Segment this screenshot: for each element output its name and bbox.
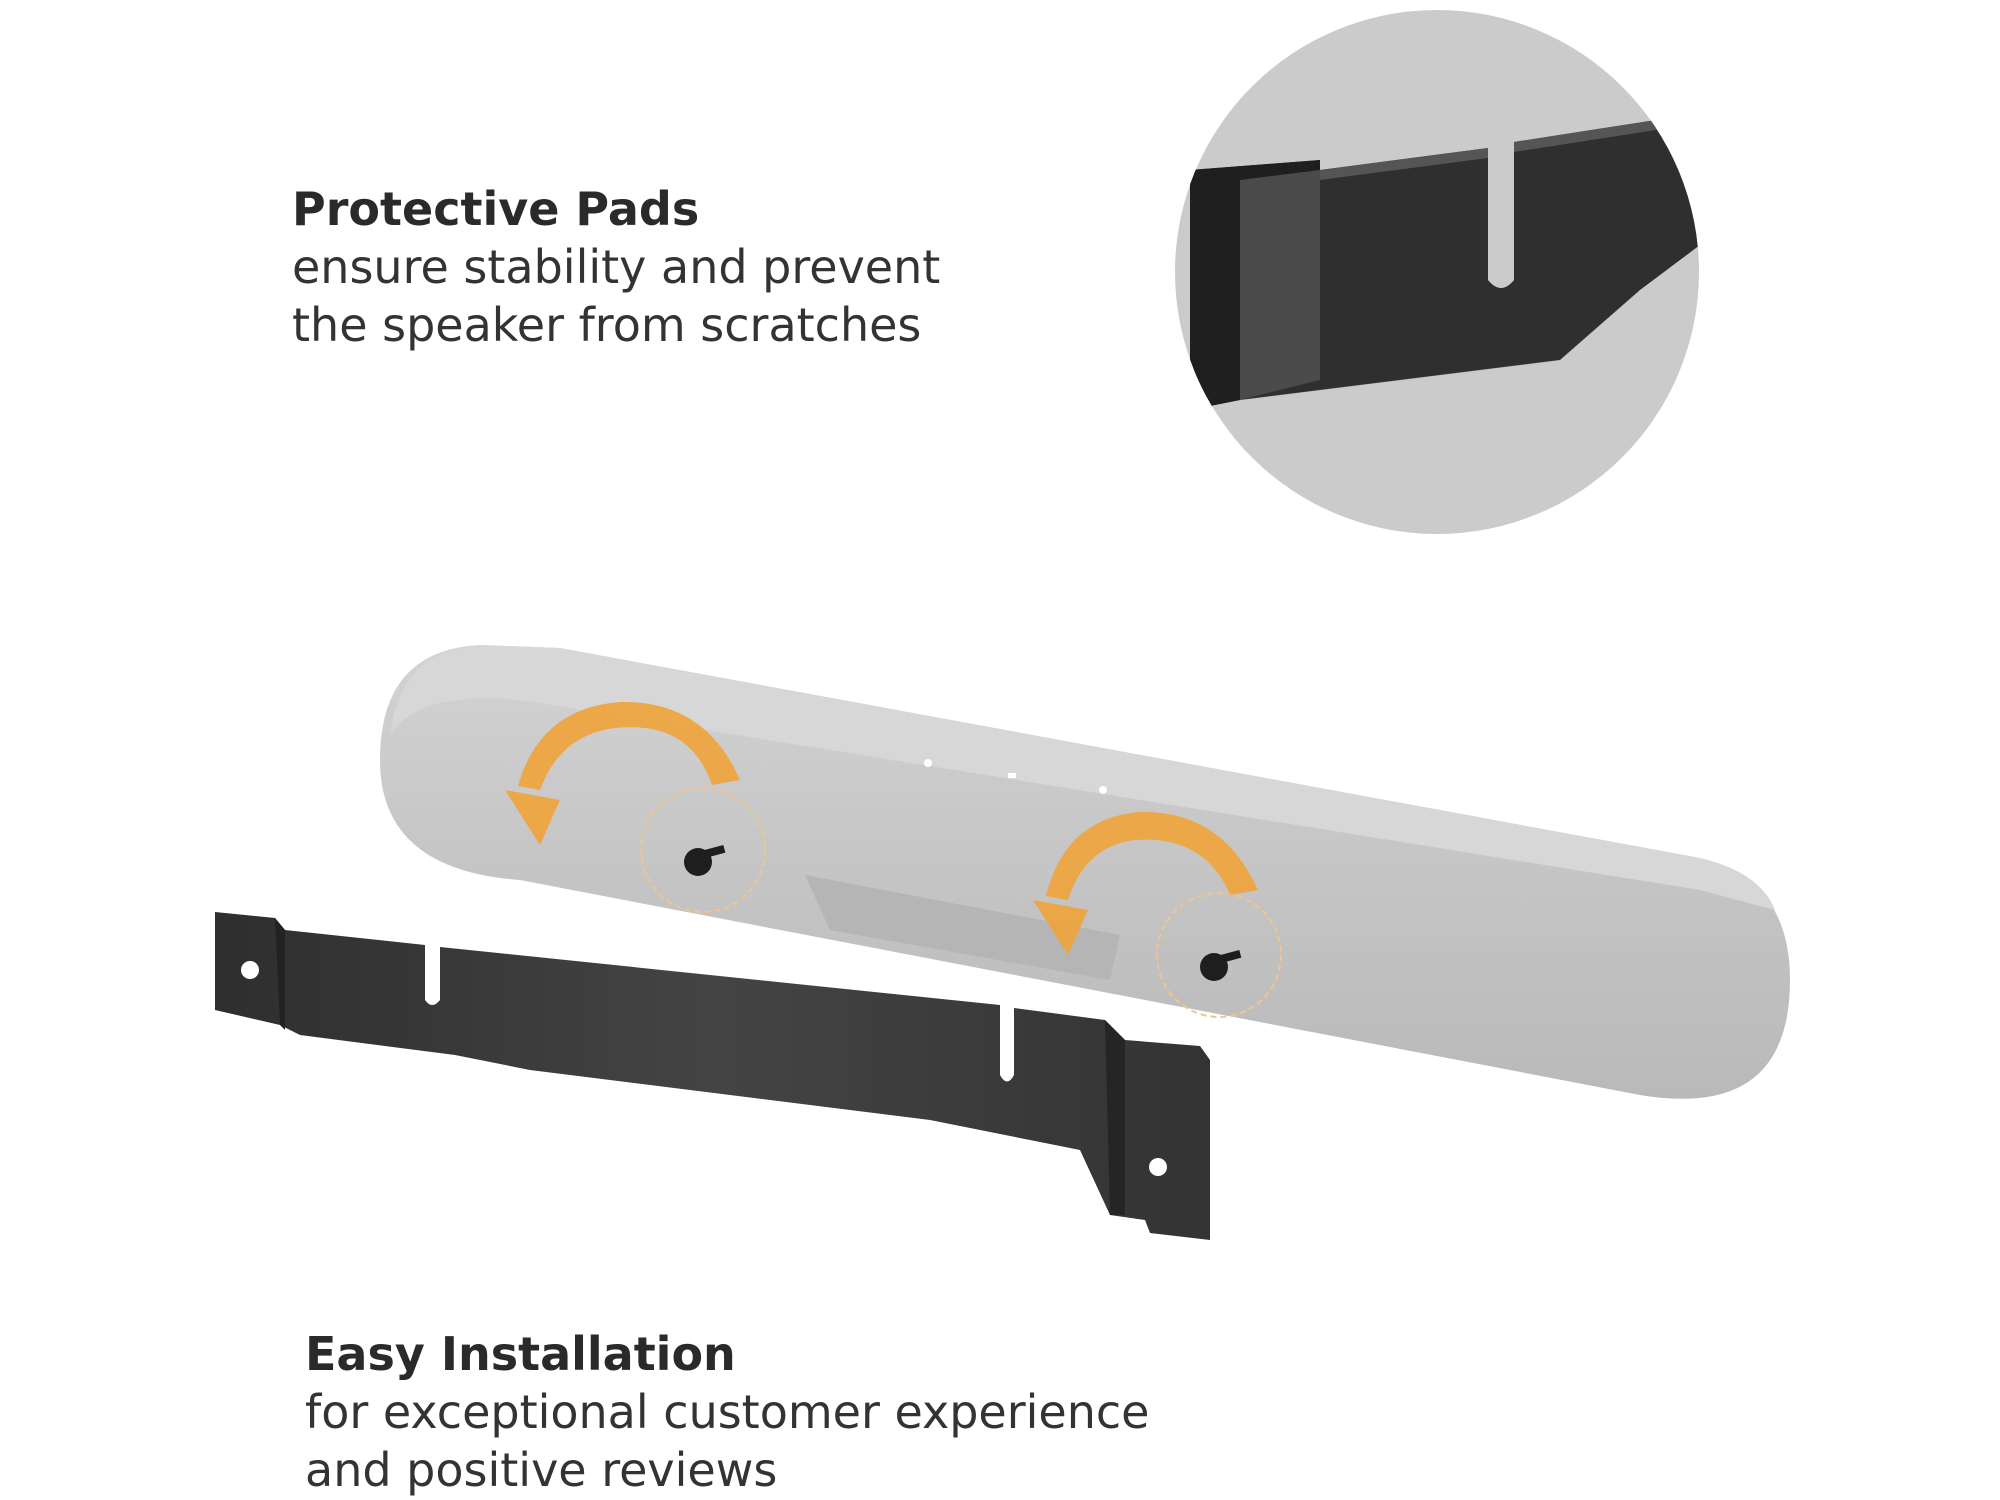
protective-pads-feature: Protective Pads ensure stability and pre… bbox=[292, 180, 940, 354]
feature-title: Protective Pads bbox=[292, 182, 700, 236]
feature-description-line: for exceptional customer experience bbox=[305, 1385, 1150, 1439]
feature-description-line: and positive reviews bbox=[305, 1443, 778, 1497]
zoom-circle-icon bbox=[1175, 10, 1699, 534]
feature-title: Easy Installation bbox=[305, 1327, 736, 1381]
curved-arrow-icon bbox=[505, 701, 740, 845]
screw-icon bbox=[640, 787, 766, 913]
easy-installation-feature: Easy Installation for exceptional custom… bbox=[305, 1325, 1149, 1499]
feature-description-line: the speaker from scratches bbox=[292, 298, 922, 352]
feature-description-line: ensure stability and prevent bbox=[292, 240, 941, 294]
screw-icon bbox=[1156, 892, 1282, 1018]
wall-bracket bbox=[215, 912, 1210, 1240]
curved-arrow-icon bbox=[1033, 811, 1258, 955]
speaker bbox=[380, 645, 1790, 1099]
